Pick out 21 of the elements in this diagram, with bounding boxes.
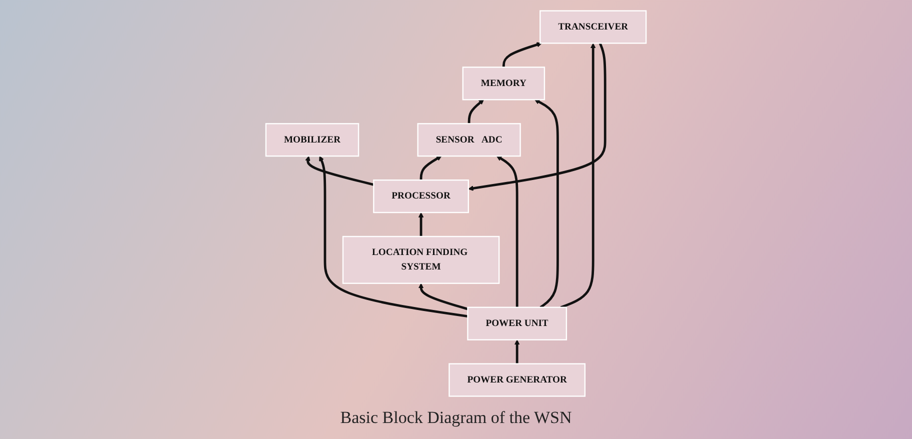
arrow <box>319 156 468 318</box>
arrow <box>418 283 468 310</box>
node-box: POWER GENERATOR <box>448 363 586 397</box>
node-box: POWER UNIT <box>467 306 568 340</box>
arrow <box>534 99 559 308</box>
node-box: SENSOR ADC <box>417 123 521 157</box>
node-box: MEMORY <box>462 66 546 100</box>
caption: Basic Block Diagram of the WSN <box>340 408 572 428</box>
arrow <box>514 340 520 364</box>
node-box: MOBILIZER <box>265 123 360 157</box>
arrow <box>468 42 606 191</box>
arrow <box>502 42 542 68</box>
node-box: PROCESSOR <box>373 180 469 214</box>
arrow <box>420 156 442 180</box>
node-box: TRANSCEIVER <box>540 10 647 44</box>
arrow <box>305 156 374 186</box>
arrow <box>560 42 596 308</box>
node-box: LOCATION FINDING SYSTEM <box>342 236 500 284</box>
arrow <box>496 156 518 308</box>
arrow <box>418 212 424 237</box>
arrow <box>468 99 484 124</box>
